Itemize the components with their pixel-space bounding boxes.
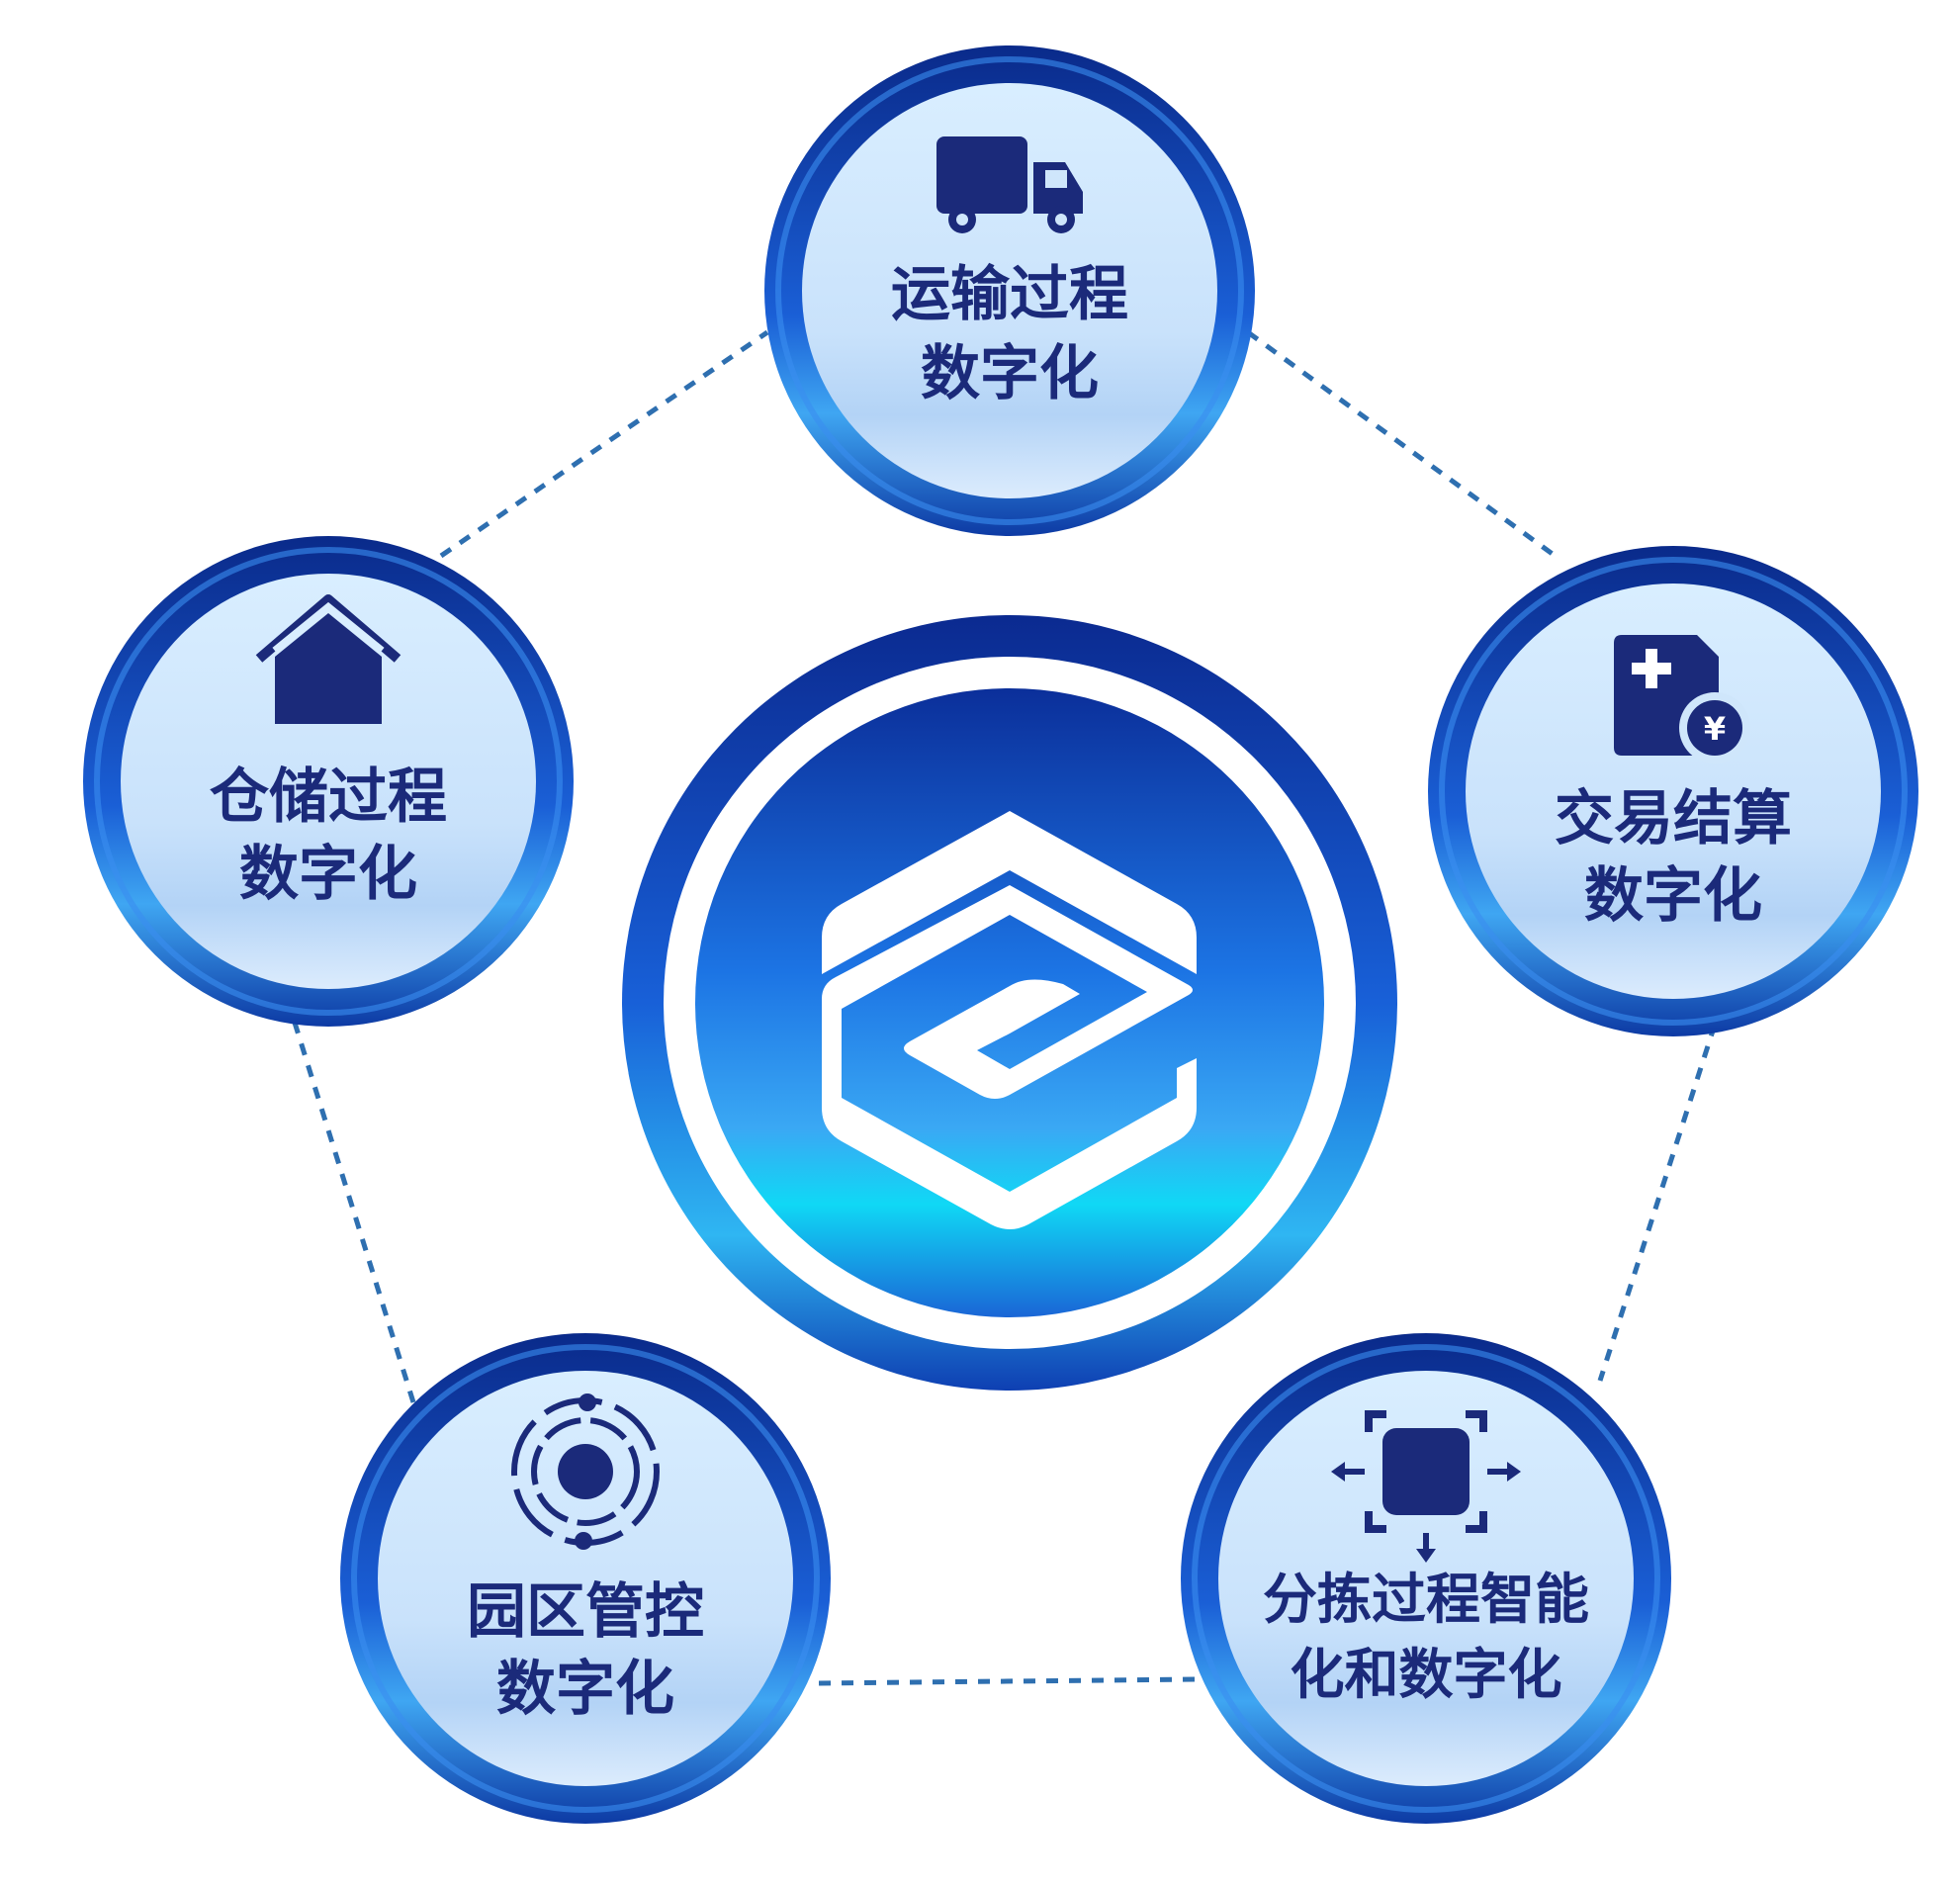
node-inner bbox=[802, 83, 1217, 498]
node-inner bbox=[1218, 1371, 1634, 1786]
logo-hexagon-e-icon bbox=[822, 811, 1197, 1229]
node-label-line: 仓储过程 bbox=[210, 763, 447, 832]
node-ring-highlight bbox=[351, 1344, 820, 1813]
house-icon bbox=[255, 594, 401, 724]
node-inner bbox=[121, 574, 536, 989]
connector-warehouse-transport bbox=[439, 329, 769, 559]
connector-transport-settlement bbox=[1246, 329, 1562, 563]
node-label-line: 化和数字化 bbox=[1290, 1643, 1561, 1706]
node-label-line: 分拣过程智能 bbox=[1263, 1568, 1589, 1631]
node-label-line: 交易结算 bbox=[1555, 784, 1792, 854]
invoice-yuan-icon: ¥ bbox=[1614, 635, 1750, 764]
node-ring-highlight bbox=[1192, 1344, 1660, 1813]
node-inner bbox=[378, 1371, 793, 1786]
park-orbit-icon bbox=[511, 1393, 660, 1550]
node-label-line: 园区管控 bbox=[467, 1577, 704, 1647]
connector-park-warehouse bbox=[292, 1022, 416, 1403]
sorting-chip-icon bbox=[1331, 1410, 1521, 1563]
connector-lines bbox=[292, 329, 1718, 1686]
node-ring-highlight bbox=[775, 56, 1244, 525]
node-label-line: 数字化 bbox=[1584, 861, 1762, 931]
central-hub bbox=[622, 615, 1397, 1391]
node-label-line: 数字化 bbox=[239, 840, 417, 909]
connector-settlement-sorting bbox=[1597, 1024, 1718, 1382]
node-label-line: 运输过程 bbox=[891, 260, 1128, 329]
svg-text:¥: ¥ bbox=[1704, 710, 1726, 748]
truck-icon bbox=[936, 136, 1083, 233]
node-ring-highlight bbox=[1439, 557, 1908, 1026]
connector-sorting-park bbox=[818, 1676, 1196, 1686]
node-inner bbox=[1466, 584, 1881, 999]
node-ring-highlight bbox=[94, 547, 563, 1016]
node-label-line: 数字化 bbox=[921, 339, 1099, 408]
node-label-line: 数字化 bbox=[496, 1655, 674, 1724]
